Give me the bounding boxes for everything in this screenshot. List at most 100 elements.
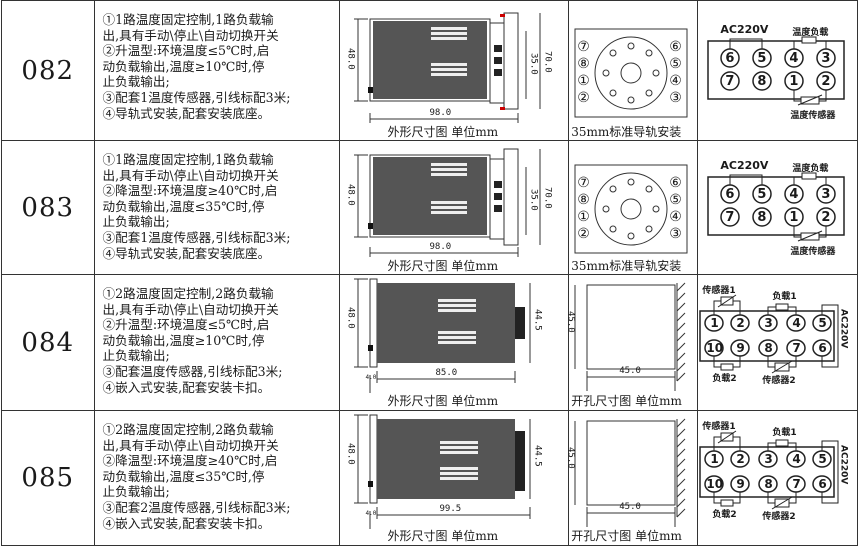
terminal-number: 4	[789, 187, 799, 202]
desc-line: 动负载输出,温度≥10℃时,停	[102, 332, 265, 348]
terminal-number: 8	[764, 341, 773, 355]
cut-width: 45.0	[619, 366, 641, 376]
sensor-label: 温度传感器	[790, 247, 836, 257]
desc-line: ②升温型:环境温度≤5℃时,启	[102, 317, 270, 333]
pin-label: ①	[577, 209, 590, 225]
panel-cutout	[574, 282, 686, 391]
pin-label: ①	[577, 73, 590, 89]
dim-mid: 44.5	[532, 445, 543, 467]
sensor2-label: 传感器2	[762, 512, 796, 522]
pin-label: ⑦	[577, 175, 590, 191]
dim-width: 85.0	[435, 368, 458, 378]
wiring-10pin	[699, 430, 839, 510]
sensor1-label: 传感器1	[702, 422, 736, 432]
desc-line: ④嵌入式安装,配套安装卡扣。	[102, 515, 271, 531]
desc-line: ①1路温度固定控制,1路负载输	[102, 152, 274, 167]
caption-cutout: 开孔尺寸图 单位mm	[571, 394, 682, 408]
dim-height: 48.0	[345, 443, 356, 465]
caption-rail: 35mm标准导轨安装	[571, 259, 682, 273]
caption-outline: 外形尺寸图 单位mm	[387, 125, 499, 139]
terminal-number: 10	[706, 477, 724, 491]
desc-line: 出,具有手动\停止\自动切换开关	[102, 301, 279, 317]
terminal-number: 6	[725, 187, 735, 202]
desc-line: 动负载输出,温度≥10℃时,停	[102, 58, 265, 74]
terminal-number: 2	[821, 74, 831, 89]
load2-label: 负载2	[712, 374, 737, 384]
wiring-8pin	[707, 172, 846, 242]
desc-line: ①1路温度固定控制,1路负载输	[102, 12, 274, 27]
cutout-drawing: 45.0 45.0 开孔尺寸图 单位mm	[565, 274, 699, 411]
terminal-number: 6	[725, 51, 735, 66]
terminal-number: 3	[821, 187, 831, 202]
rail-device-drawing	[353, 148, 540, 257]
description: ①2路温度固定控制,2路负载输 出,具有手动\停止\自动切换开关 ②升温型:环境…	[93, 274, 340, 411]
wiring-diagram: 传感器1 负载1 1 2 3 4 5 10 9 8 7 6 负载2 传感器2 A…	[697, 274, 858, 411]
caption-outline: 外形尺寸图 单位mm	[387, 529, 499, 543]
pin-label: ②	[577, 90, 590, 106]
pin-label: ③	[669, 226, 682, 242]
desc-line: 动负载输出,温度≤35℃时,停	[102, 198, 265, 214]
socket-right-pins: ⑥ ⑤ ④ ③	[669, 175, 682, 243]
outline-drawing: 48.0 44.5 4.0 99.5 外形尺寸图 单位mm	[338, 410, 570, 546]
dim-width: 98.0	[429, 108, 452, 118]
ac220v-label: AC220V	[720, 159, 769, 172]
description: ①1路温度固定控制,1路负载输 出,具有手动\停止\自动切换开关 ②升温型:环境…	[93, 0, 340, 141]
terminal-number: 4	[792, 316, 801, 330]
desc-line: ①2路温度固定控制,2路负载输	[102, 422, 274, 437]
socket-base	[574, 28, 688, 118]
dim-mid: 35.0	[528, 189, 539, 211]
cut-height: 45.0	[565, 311, 576, 333]
dim-height: 48.0	[345, 307, 356, 329]
pin-label: ⑥	[669, 39, 682, 55]
outline-drawing: 48.0 44.5 4.0 85.0 外形尺寸图 单位mm	[338, 274, 570, 411]
desc-line: ②降温型:环境温度≥40℃时,启	[102, 183, 278, 199]
wiring-10pin	[699, 294, 839, 374]
desc-line: 出,具有手动\停止\自动切换开关	[102, 27, 279, 43]
cut-height: 45.0	[565, 447, 576, 469]
dim-mid: 35.0	[528, 53, 539, 75]
ac220v-label: AC220V	[720, 23, 769, 36]
terminal-number: 2	[821, 210, 831, 225]
terminal-number: 5	[818, 316, 827, 330]
panel-device-drawing	[353, 414, 530, 529]
socket-right-pins: ⑥ ⑤ ④ ③	[669, 39, 682, 107]
pin-label: ⑧	[577, 192, 590, 208]
cut-width: 45.0	[619, 502, 641, 512]
desc-line: ③配套1温度传感器,引线标配3米;	[102, 229, 291, 245]
ac220v-side-label: AC220V	[838, 309, 849, 349]
terminal-number: 7	[725, 210, 735, 225]
caption-outline: 外形尺寸图 单位mm	[387, 394, 499, 408]
desc-line: ④导轨式安装,配套安装底座。	[102, 105, 271, 121]
caption-outline: 外形尺寸图 单位mm	[387, 259, 499, 273]
outline-drawing: 48.0 35.0 70.0 98.0 外形尺寸图 单位mm	[338, 0, 570, 141]
terminal-number: 3	[764, 316, 773, 330]
model-number: 083	[1, 140, 95, 275]
terminal-number: 5	[757, 187, 767, 202]
terminal-number: 1	[789, 74, 799, 89]
dim-height: 48.0	[345, 184, 356, 206]
desc-line: ③配套1温度传感器,引线标配3米;	[102, 89, 291, 105]
pin-label: ⑤	[669, 192, 682, 208]
desc-line: 止负载输出;	[102, 484, 170, 500]
desc-line: 止负载输出;	[102, 214, 170, 230]
terminal-number: 5	[757, 51, 767, 66]
pin-label: ⑤	[669, 56, 682, 72]
terminal-number: 1	[789, 210, 799, 225]
pin-label: ⑦	[577, 39, 590, 55]
terminal-number: 9	[736, 341, 745, 355]
wiring-diagram: AC220V 温度负载 6 5 4 3 7 8 1 2 温度传感器	[697, 140, 858, 275]
panel-cutout	[574, 418, 686, 527]
terminal-number: 10	[706, 341, 724, 355]
terminal-number: 6	[818, 341, 827, 355]
terminal-number: 1	[710, 452, 719, 466]
table-row: 082 ①1路温度固定控制,1路负载输 出,具有手动\停止\自动切换开关 ②升温…	[1, 0, 858, 141]
socket-left-pins: ⑦ ⑧ ① ②	[577, 175, 590, 243]
terminal-number: 2	[736, 316, 745, 330]
socket-drawing: ⑦ ⑧ ① ② ⑥ ⑤ ④ ③ 35mm标准导轨安装	[568, 140, 699, 275]
desc-line: 止负载输出;	[102, 348, 170, 364]
terminal-number: 9	[736, 477, 745, 491]
dim-small: 4.0	[365, 374, 377, 381]
dim-height: 48.0	[345, 48, 356, 70]
